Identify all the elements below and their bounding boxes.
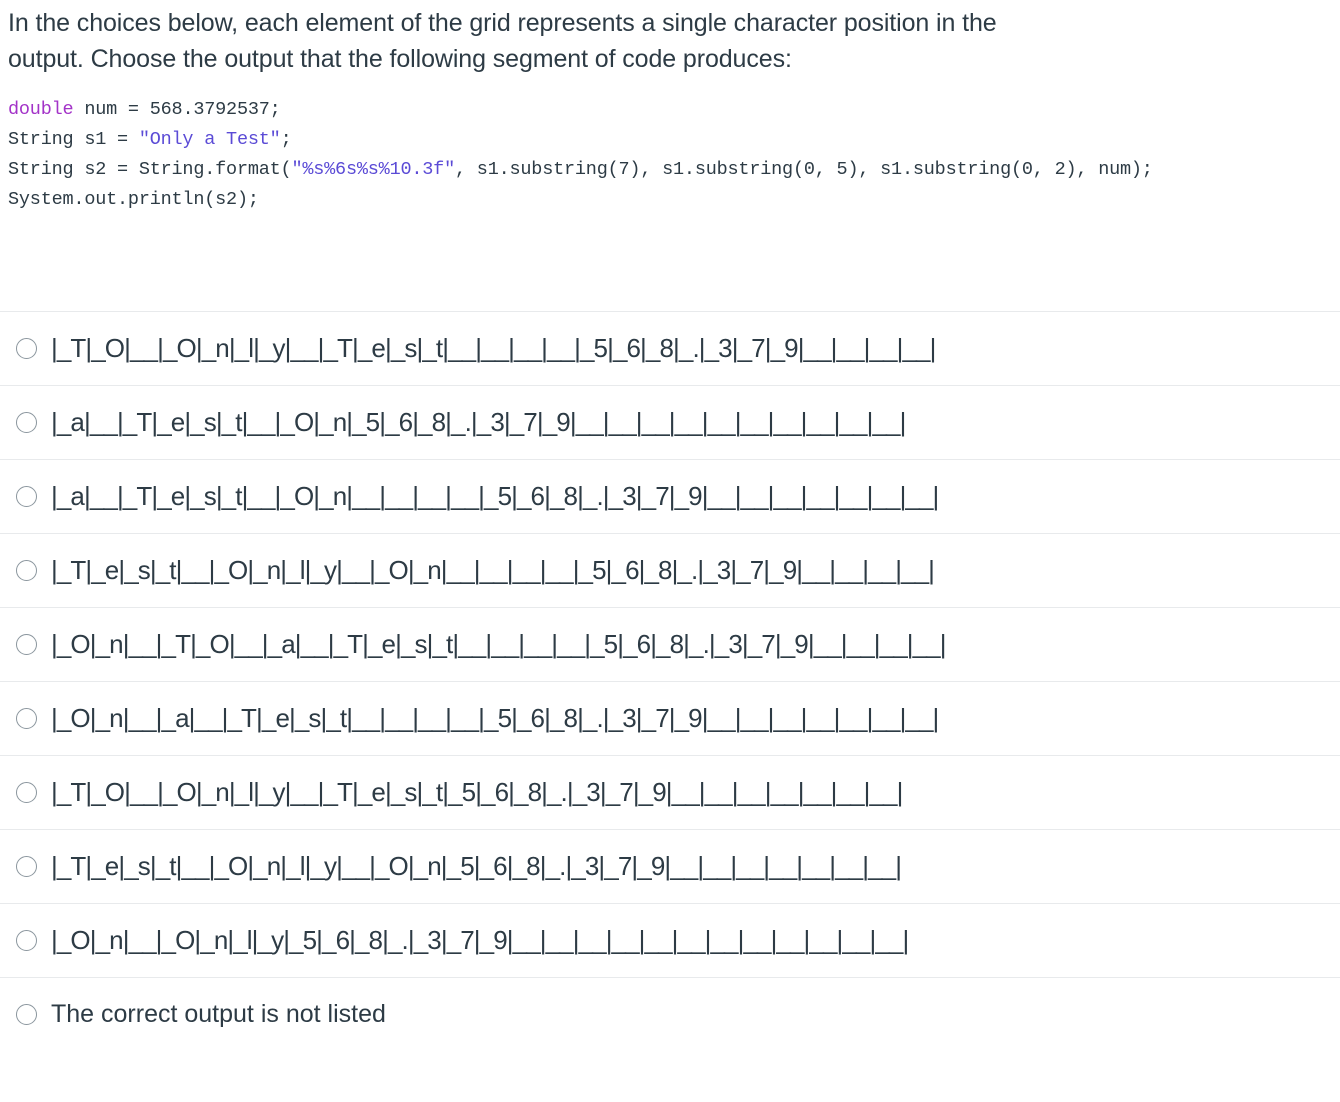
radio-button-icon[interactable] bbox=[16, 1004, 37, 1026]
code-line-1-rest: num = 568.3792537; bbox=[73, 99, 281, 120]
answer-choice-label: |_T|_e|_s|_t|__|_O|_n|_l|_y|__|_O|_n|__|… bbox=[51, 555, 935, 586]
answer-choice-8[interactable]: |_T|_e|_s|_t|__|_O|_n|_l|_y|__|_O|_n|_5|… bbox=[0, 830, 1340, 904]
question-prompt: In the choices below, each element of th… bbox=[0, 0, 1340, 77]
answer-choice-7[interactable]: |_T|_O|__|_O|_n|_l|_y|__|_T|_e|_s|_t|_5|… bbox=[0, 756, 1340, 830]
answer-choice-label: |_T|_O|__|_O|_n|_l|_y|__|_T|_e|_s|_t|_5|… bbox=[51, 777, 903, 808]
radio-button-icon[interactable] bbox=[16, 337, 37, 359]
answer-choice-4[interactable]: |_T|_e|_s|_t|__|_O|_n|_l|_y|__|_O|_n|__|… bbox=[0, 534, 1340, 608]
answer-choice-label: The correct output is not listed bbox=[51, 1000, 386, 1029]
code-line-3-post: , s1.substring(7), s1.substring(0, 5), s… bbox=[454, 158, 1153, 180]
code-line-2-string: "Only a Test" bbox=[138, 128, 281, 150]
answer-choice-2[interactable]: |_a|__|_T|_e|_s|_t|__|_O|_n|_5|_6|_8|_.|… bbox=[0, 386, 1340, 460]
code-line-4: System.out.println(s2); bbox=[8, 188, 259, 210]
answer-choice-10[interactable]: The correct output is not listed bbox=[0, 978, 1340, 1052]
code-keyword-double: double bbox=[8, 99, 74, 120]
answer-choice-label: |_a|__|_T|_e|_s|_t|__|_O|_n|__|__|__|__|… bbox=[51, 481, 939, 512]
radio-button-icon[interactable] bbox=[16, 855, 37, 877]
radio-button-icon[interactable] bbox=[16, 559, 37, 581]
vertical-spacer bbox=[0, 215, 1340, 311]
radio-button-icon[interactable] bbox=[16, 929, 37, 951]
code-line-3-pre: String s2 = String.format( bbox=[8, 158, 292, 180]
code-line-2-pre: String s1 = bbox=[8, 128, 139, 150]
answer-choice-label: |_O|_n|__|_O|_n|_l|_y|_5|_6|_8|_.|_3|_7|… bbox=[51, 925, 909, 956]
answer-choice-label: |_T|_O|__|_O|_n|_l|_y|__|_T|_e|_s|_t|__|… bbox=[51, 333, 936, 364]
prompt-line-1: In the choices below, each element of th… bbox=[8, 9, 997, 37]
answer-choice-5[interactable]: |_O|_n|__|_T|_O|__|_a|__|_T|_e|_s|_t|__|… bbox=[0, 608, 1340, 682]
code-snippet: double num = 568.3792537; String s1 = "O… bbox=[0, 77, 1340, 215]
radio-button-icon[interactable] bbox=[16, 485, 37, 507]
answer-choice-label: |_a|__|_T|_e|_s|_t|__|_O|_n|_5|_6|_8|_.|… bbox=[51, 407, 906, 438]
answer-choice-list: |_T|_O|__|_O|_n|_l|_y|__|_T|_e|_s|_t|__|… bbox=[0, 310, 1340, 1052]
radio-button-icon[interactable] bbox=[16, 707, 37, 729]
question-page: In the choices below, each element of th… bbox=[0, 0, 1340, 1052]
code-line-2-post: ; bbox=[280, 128, 292, 150]
radio-button-icon[interactable] bbox=[16, 411, 37, 433]
code-line-3-format-string: "%s%6s%s%10.3f" bbox=[291, 158, 455, 180]
answer-choice-9[interactable]: |_O|_n|__|_O|_n|_l|_y|_5|_6|_8|_.|_3|_7|… bbox=[0, 904, 1340, 978]
answer-choice-label: |_O|_n|__|_a|__|_T|_e|_s|_t|__|__|__|__|… bbox=[51, 703, 939, 734]
answer-choice-label: |_T|_e|_s|_t|__|_O|_n|_l|_y|__|_O|_n|_5|… bbox=[51, 851, 902, 882]
answer-choice-6[interactable]: |_O|_n|__|_a|__|_T|_e|_s|_t|__|__|__|__|… bbox=[0, 682, 1340, 756]
radio-button-icon[interactable] bbox=[16, 781, 37, 803]
answer-choice-label: |_O|_n|__|_T|_O|__|_a|__|_T|_e|_s|_t|__|… bbox=[51, 629, 946, 660]
radio-button-icon[interactable] bbox=[16, 633, 37, 655]
prompt-line-2: output. Choose the output that the follo… bbox=[8, 44, 792, 73]
answer-choice-3[interactable]: |_a|__|_T|_e|_s|_t|__|_O|_n|__|__|__|__|… bbox=[0, 460, 1340, 534]
answer-choice-1[interactable]: |_T|_O|__|_O|_n|_l|_y|__|_T|_e|_s|_t|__|… bbox=[0, 312, 1340, 386]
